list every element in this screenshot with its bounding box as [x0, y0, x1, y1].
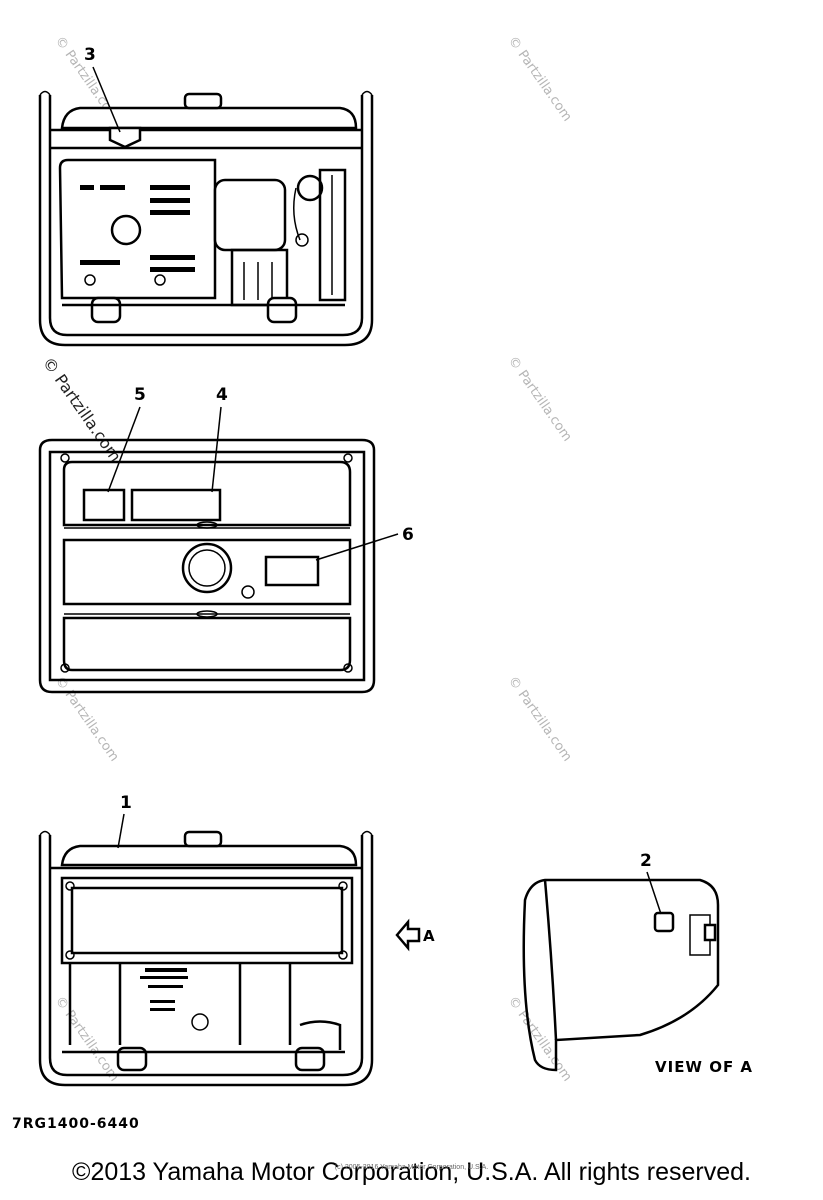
callouts: 3 5 4 6 1 2 — [84, 45, 662, 915]
watermark: © Partzilla.com — [52, 994, 122, 1085]
arrow-label: A — [423, 927, 436, 945]
drawing-number: 7RG1400-6440 — [12, 1116, 140, 1132]
small-credit: (c) 2005-2016 Yamaha Motor Corporation, … — [334, 1164, 489, 1171]
generator-top-view — [38, 438, 376, 694]
watermark: © Partzilla.com — [52, 674, 122, 765]
callout-5: 5 — [134, 385, 146, 405]
view-arrow-a: A — [395, 918, 436, 952]
generator-side-view — [38, 90, 374, 347]
watermark: © Partzilla.com — [505, 354, 575, 445]
generator-front-view — [38, 830, 374, 1087]
watermark-dark: © Partzilla.com — [39, 353, 125, 465]
watermark: © Partzilla.com — [505, 674, 575, 765]
callout-4: 4 — [216, 385, 228, 405]
callout-1: 1 — [120, 793, 132, 813]
callout-3: 3 — [84, 45, 96, 65]
view-label: VIEW OF A — [655, 1058, 753, 1076]
watermark: © Partzilla.com — [505, 34, 575, 125]
callout-6: 6 — [402, 525, 414, 545]
callout-2: 2 — [640, 851, 652, 871]
copyright-notice: ©2013 Yamaha Motor Corporation, U.S.A. A… — [72, 1158, 751, 1186]
view-of-a: VIEW OF A — [522, 878, 753, 1076]
